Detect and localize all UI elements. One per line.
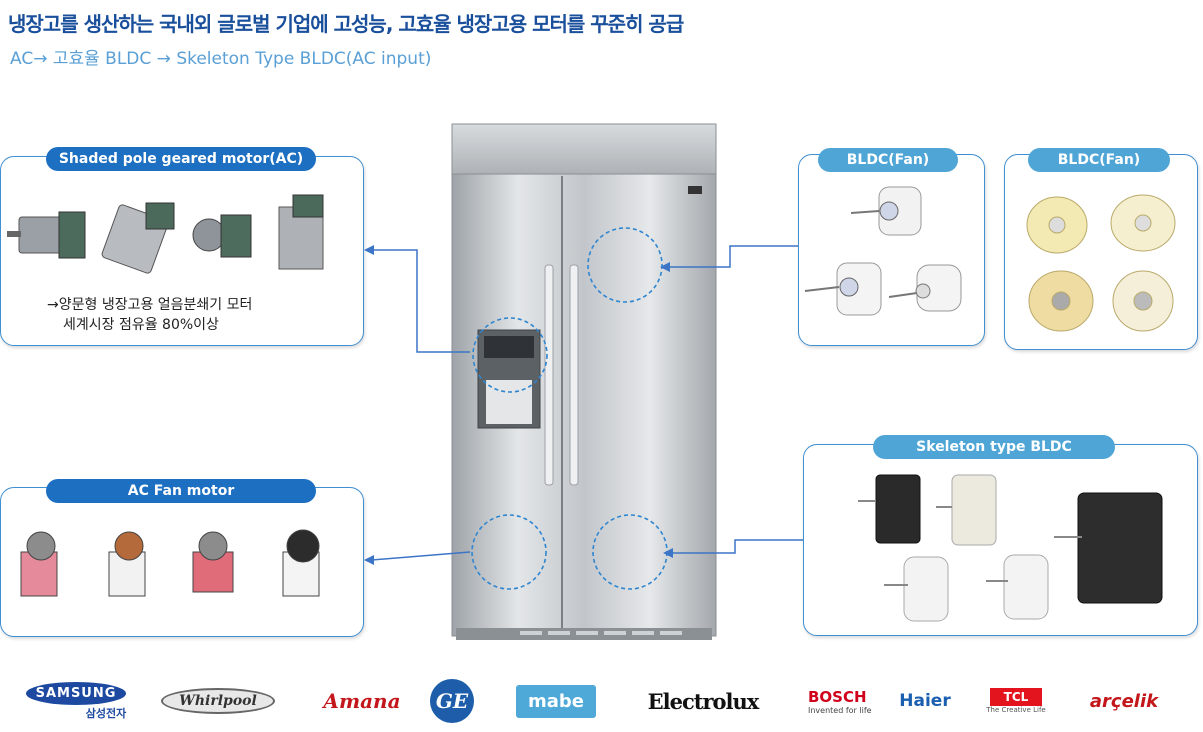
motor-image-1: [7, 211, 86, 259]
fan-blade-image-4: [1112, 270, 1174, 332]
tcl-wordmark: TCL: [989, 688, 1043, 706]
fan-motor-image-3: [192, 531, 234, 593]
fan-blade-image-3: [1028, 270, 1094, 332]
fridge-top-grille: [451, 123, 717, 175]
bldc-fan-image-1: [850, 186, 922, 236]
bldc-fan-image-3: [888, 264, 962, 312]
bosch-wordmark: BOSCH: [808, 687, 867, 706]
page-title: 냉장고를 생산하는 국내외 글로벌 기업에 고성능, 고효율 냉장고용 모터를 …: [8, 12, 684, 36]
logo-tcl: TCL The Creative Life: [982, 678, 1050, 724]
haier-wordmark: Haier: [899, 691, 951, 711]
label-shaded-pole-motor: Shaded pole geared motor(AC): [46, 147, 316, 171]
bldc-fan-image-2: [804, 262, 882, 316]
left-door-handle: [544, 264, 554, 486]
label-ac-fan-motor: AC Fan motor: [46, 479, 316, 503]
shaded-pole-note-line1: →양문형 냉장고용 얼음분쇄기 모터: [47, 297, 253, 313]
panel-bldc-fan-2: [1004, 154, 1198, 350]
page-subtitle: AC→ 고효율 BLDC → Skeleton Type BLDC(AC inp…: [10, 49, 432, 69]
label-bldc-fan-2: BLDC(Fan): [1028, 148, 1170, 172]
mabe-wordmark: mabe: [516, 684, 596, 718]
connector-shaded-pole: [372, 249, 470, 353]
logo-electrolux: Electrolux: [636, 678, 770, 724]
bldc-fan-images: [804, 186, 962, 316]
shaded-pole-note-line2: 세계시장 점유율 80%이상: [63, 317, 219, 333]
fan-motor-image-1: [20, 531, 58, 597]
fan-blade-image-2: [1110, 194, 1176, 252]
skeleton-bldc-images: [858, 474, 1163, 622]
connector-skeleton: [668, 539, 804, 554]
logo-mabe: mabe: [502, 678, 610, 724]
motor-image-4: [278, 194, 324, 270]
electrolux-wordmark: Electrolux: [647, 688, 760, 714]
amana-wordmark: Amana: [323, 689, 401, 713]
panel-skeleton-bldc: [803, 444, 1198, 636]
logo-haier: Haier: [892, 678, 958, 724]
logo-samsung: SAMSUNG 삼성전자: [24, 678, 128, 724]
skeleton-image-3: [1054, 492, 1163, 604]
fan-motor-image-4: [282, 529, 320, 597]
connector-ac-fan: [371, 551, 471, 561]
logo-arcelik: arçelik: [1072, 678, 1176, 724]
panel-shaded-pole-motor: →양문형 냉장고용 얼음분쇄기 모터 세계시장 점유율 80%이상: [0, 156, 364, 346]
motor-image-2: [101, 202, 175, 274]
location-circle-ac-fan: [471, 514, 547, 590]
bldc-fan-blade-images: [1026, 194, 1176, 332]
tcl-tagline: The Creative Life: [986, 706, 1046, 714]
shaded-pole-motor-images: [7, 194, 324, 274]
arcelik-wordmark: arçelik: [1089, 690, 1159, 712]
label-bldc-fan-1: BLDC(Fan): [818, 148, 958, 172]
skeleton-image-5: [986, 554, 1049, 620]
whirlpool-wordmark: Whirlpool: [161, 688, 275, 714]
panel-ac-fan-motor: [0, 487, 364, 637]
fan-motor-image-2: [108, 531, 146, 597]
motor-image-3: [192, 214, 252, 258]
location-circle-bldc-fan: [587, 227, 663, 303]
location-circle-dispenser: [472, 317, 548, 393]
label-skeleton-bldc: Skeleton type BLDC: [873, 435, 1115, 459]
logo-ge: GE: [426, 678, 478, 724]
skeleton-image-1: [858, 474, 921, 544]
skeleton-image-2: [936, 474, 997, 546]
samsung-korean-name: 삼성전자: [85, 706, 127, 720]
logo-whirlpool: Whirlpool: [158, 678, 278, 724]
ge-wordmark: GE: [430, 679, 474, 723]
samsung-wordmark: SAMSUNG: [25, 681, 127, 705]
fan-blade-image-1: [1026, 196, 1088, 254]
ac-fan-motor-images: [20, 529, 320, 597]
connector-bldc-fan: [665, 245, 798, 268]
logo-bosch: BOSCH Invented for life: [784, 678, 874, 724]
logo-amana: Amana: [318, 678, 406, 724]
skeleton-image-4: [884, 556, 949, 622]
bosch-tagline: Invented for life: [808, 705, 872, 715]
right-door-handle: [569, 264, 579, 486]
panel-bldc-fan-1: [798, 154, 985, 346]
